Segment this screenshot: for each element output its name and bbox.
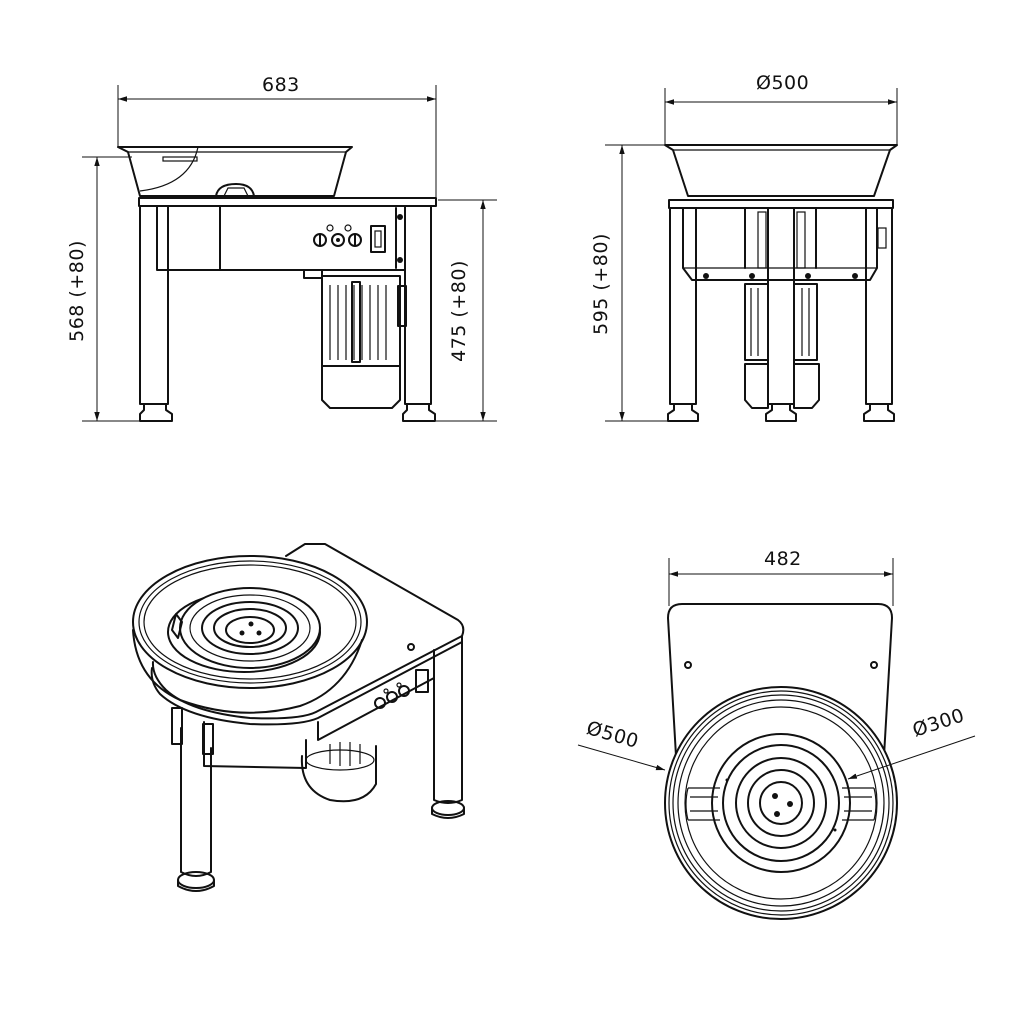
dimension-height-568: 568 (+80) bbox=[65, 240, 88, 342]
body-housing bbox=[156, 205, 406, 271]
table-top bbox=[667, 603, 893, 757]
leg-center bbox=[767, 207, 795, 405]
dimension-height-475: 475 (+80) bbox=[447, 260, 470, 362]
motor bbox=[300, 745, 377, 803]
foot-center bbox=[765, 403, 797, 422]
motor-fan-cover bbox=[321, 365, 401, 409]
control-knob-3 bbox=[398, 685, 410, 697]
isometric-view bbox=[132, 543, 465, 892]
control-knob-2 bbox=[386, 691, 398, 703]
wheelhead bbox=[711, 733, 851, 873]
motor-right-half bbox=[793, 283, 818, 361]
splash-pan bbox=[664, 686, 898, 920]
leg-right bbox=[404, 205, 432, 405]
dimension-diameter-500-front: Ø500 bbox=[756, 72, 810, 94]
foot-front-left bbox=[177, 871, 215, 889]
power-switch bbox=[415, 669, 429, 693]
table-top bbox=[668, 199, 894, 209]
body-housing bbox=[203, 721, 307, 769]
leg-back-right bbox=[433, 639, 463, 804]
body-housing bbox=[682, 207, 878, 281]
foot-right bbox=[863, 403, 895, 422]
foot-left bbox=[139, 403, 173, 422]
table-top bbox=[138, 197, 437, 207]
dimension-width-683: 683 bbox=[262, 74, 300, 96]
side-view bbox=[82, 85, 497, 422]
foot-right bbox=[402, 403, 436, 422]
front-view bbox=[605, 88, 898, 422]
leg-right bbox=[865, 207, 893, 405]
leg-front-left bbox=[180, 727, 212, 877]
wheelhead-hub bbox=[215, 183, 255, 197]
control-knob-1 bbox=[374, 697, 386, 709]
control-knob-2 bbox=[331, 233, 345, 247]
table-top bbox=[151, 543, 465, 720]
dimension-height-595: 595 (+80) bbox=[589, 233, 612, 335]
top-view bbox=[577, 558, 976, 920]
dimension-width-482: 482 bbox=[764, 548, 802, 570]
foot-left bbox=[667, 403, 699, 422]
power-switch bbox=[370, 225, 386, 253]
splash-pan bbox=[664, 144, 898, 197]
motor-left-half bbox=[744, 283, 769, 361]
leg-left bbox=[139, 205, 169, 405]
